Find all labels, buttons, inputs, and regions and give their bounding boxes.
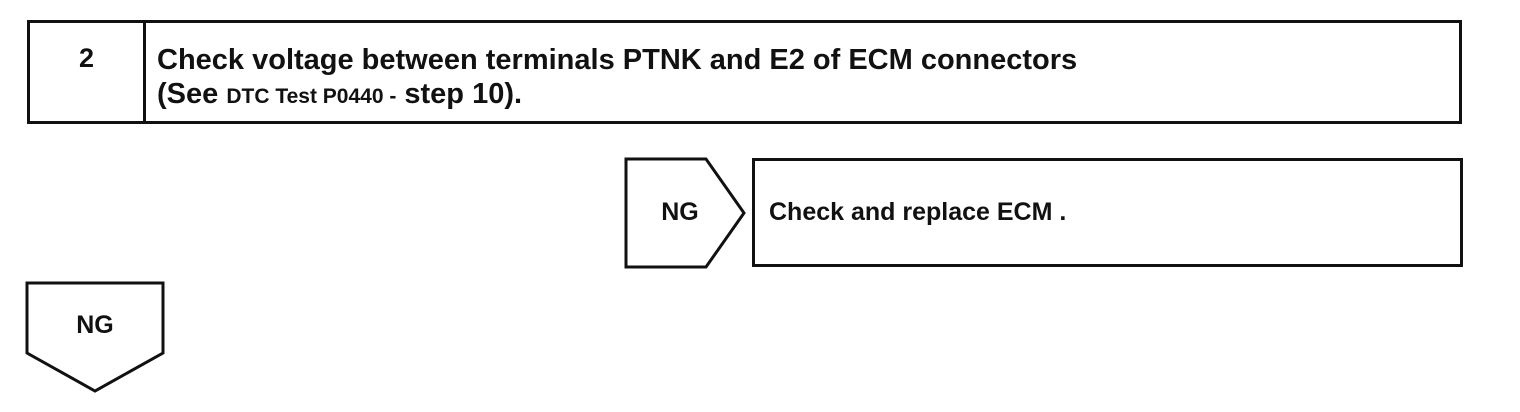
replace-ecm-box: Check and replace ECM . xyxy=(752,158,1463,267)
ng-down-arrow-shape xyxy=(25,281,165,393)
step-box: 2 Check voltage between terminals PTNK a… xyxy=(27,20,1462,124)
step-instruction-line2: (See DTC Test P0440 - step 10). xyxy=(157,77,1077,114)
ng-right-label: NG xyxy=(661,198,699,226)
step-instruction-line1: Check voltage between terminals PTNK and… xyxy=(157,44,1078,76)
step-number: 2 xyxy=(30,23,146,121)
ng-down-label: NG xyxy=(76,311,114,339)
see-prefix: (See xyxy=(157,78,219,110)
step-reference: step 10). xyxy=(404,78,523,110)
dtc-reference: DTC Test P0440 - xyxy=(226,85,397,108)
replace-ecm-text: Check and replace ECM . xyxy=(769,198,1067,226)
ng-right-arrow-shape xyxy=(624,157,746,269)
step-instruction: Check voltage between terminals PTNK and… xyxy=(146,23,1077,121)
